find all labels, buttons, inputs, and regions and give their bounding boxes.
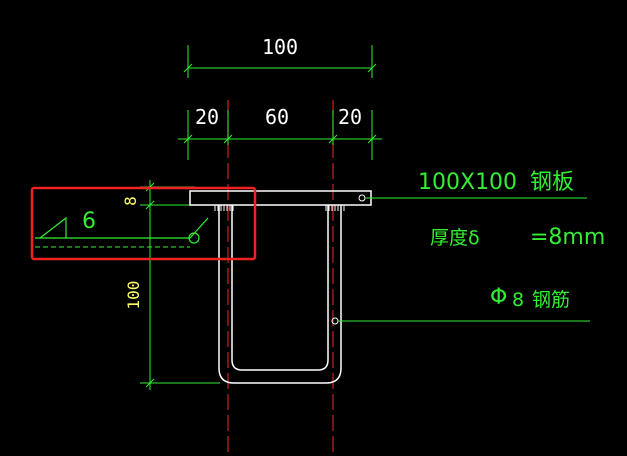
center-span-label: 60 <box>265 105 289 129</box>
rebar-size-label: 8 <box>512 289 524 311</box>
weld-size-label: 6 <box>82 209 96 234</box>
highlight-box <box>30 186 257 261</box>
weld-ticks <box>214 205 345 211</box>
rebar-material-label: 钢筋 <box>532 289 570 311</box>
plate-leader-marker <box>358 194 366 202</box>
left-edge-label: 20 <box>195 105 219 129</box>
segment-dimensions <box>178 110 382 160</box>
thickness-prefix-label: 厚度δ <box>430 227 480 249</box>
center-lines <box>227 100 334 456</box>
right-edge-label: 20 <box>338 105 362 129</box>
plate-size-label: 100X100 <box>418 170 517 195</box>
plate-thickness-label: 8 <box>121 196 140 206</box>
fillet-weld-symbol-icon <box>35 216 209 244</box>
steel-plate <box>189 190 372 206</box>
overall-width-label: 100 <box>262 35 298 59</box>
depth-label: 100 <box>124 281 143 310</box>
weld-leader-marker <box>188 232 200 244</box>
rebar-symbol-icon: Φ <box>490 285 507 310</box>
overall-width-dimension <box>183 45 377 78</box>
thickness-value-label: =8mm <box>530 225 605 250</box>
plate-material-label: 钢板 <box>530 170 574 195</box>
vertical-dimensions <box>140 180 220 390</box>
u-rebar <box>218 205 342 384</box>
annotation-leaders <box>338 197 590 322</box>
